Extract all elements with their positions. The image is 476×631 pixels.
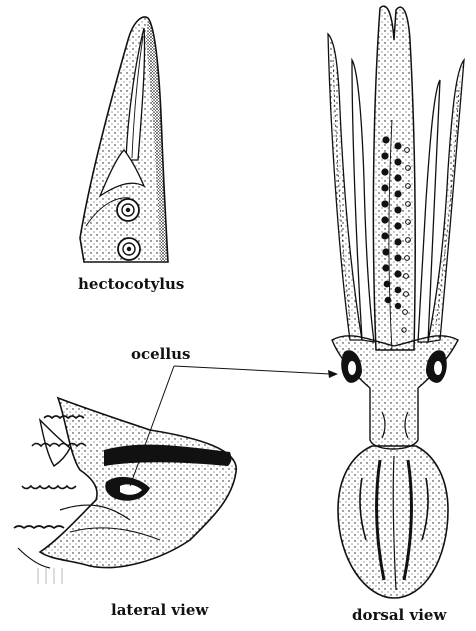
dorsal-view-drawing: [328, 6, 464, 598]
arrowhead-icon: [328, 370, 338, 378]
hectocotylus-label: hectocotylus: [78, 275, 184, 293]
hectocotylus-drawing: [80, 17, 168, 262]
ocellus-leader-to-dorsal: [174, 366, 330, 374]
lateral-arm-faint-ends: [38, 568, 62, 584]
lateral-view-drawing: [14, 398, 236, 584]
lateral-sucker-edge: [14, 526, 64, 528]
dorsal-view-label: dorsal view: [352, 606, 446, 624]
lateral-view-label: lateral view: [111, 601, 208, 619]
lateral-sucker-edge: [22, 486, 76, 489]
ocellus-label: ocellus: [131, 345, 190, 363]
hectocotylus-sucker: [118, 238, 140, 260]
hectocotylus-sucker: [117, 199, 139, 221]
dorsal-central-arm: [373, 6, 415, 350]
